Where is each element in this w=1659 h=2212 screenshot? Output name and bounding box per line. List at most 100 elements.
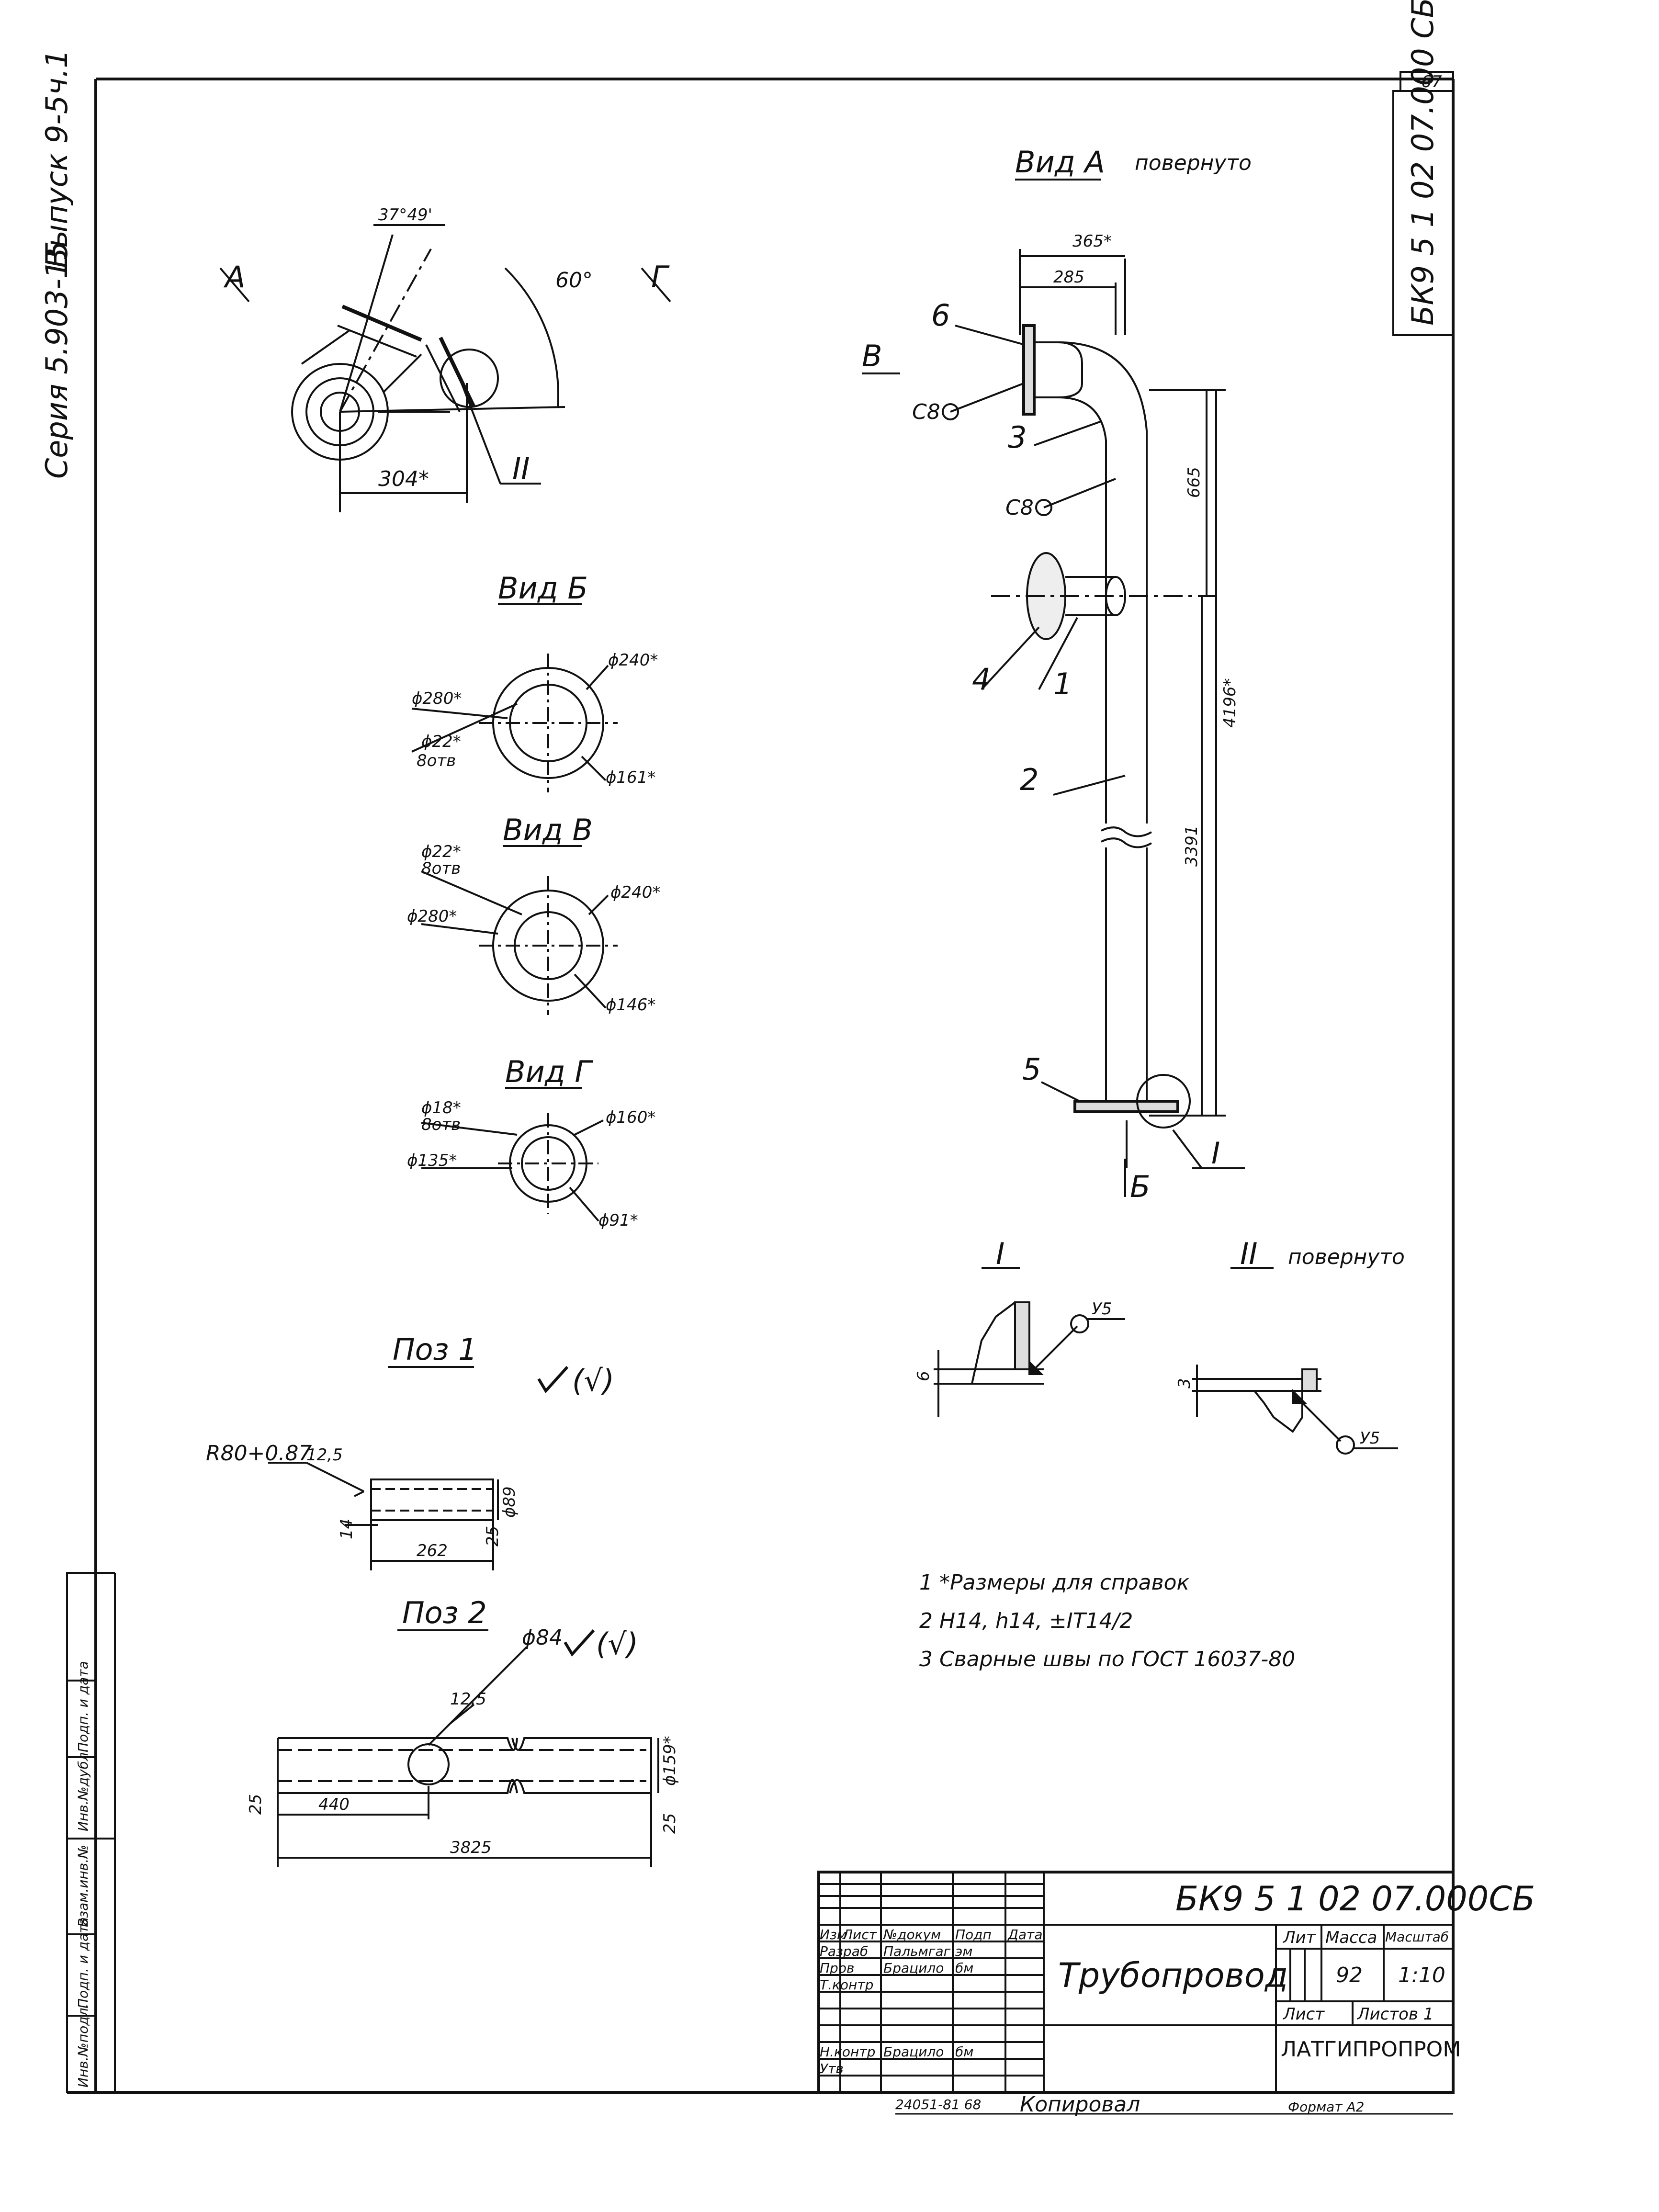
view-b-d240: ϕ240* (608, 651, 658, 670)
note-2: 2 Н14, h14, ±IT14/2 (919, 1609, 1133, 1633)
detail-ii-drawing (1192, 1365, 1398, 1455)
footer-left: 24051-81 68 (895, 2097, 981, 2112)
stamp-cell-2: Подп. и дата (75, 1917, 91, 2009)
angle-37-label: 37°49' (378, 205, 432, 225)
note-3: 3 Сварные швы по ГОСТ 16037-80 (919, 1647, 1295, 1671)
tb-row-role-4: Н.контр (820, 2044, 875, 2060)
pos2-dim-440: 440 (318, 1795, 350, 1814)
view-b-d280: ϕ280* (412, 689, 462, 708)
pos2-drawing (277, 1646, 659, 1867)
view-v-holes: 8отв (421, 859, 461, 878)
arrow-a-label: А (223, 260, 245, 294)
pos-2-label: 2 (1020, 762, 1038, 797)
pos1-drawing (268, 1462, 499, 1570)
view-g-drawing (421, 1113, 604, 1222)
view-v-title: Вид В (503, 813, 593, 847)
sheet-number: 67 (1421, 72, 1442, 91)
title-block-name: Трубопровод (1058, 1956, 1288, 1995)
pos-3-label: 3 (1008, 420, 1027, 455)
pos2-dim-3825: 3825 (450, 1838, 492, 1857)
view-v-d280: ϕ280* (407, 907, 457, 926)
stamp-cell-5: Подп. и дата (75, 1661, 91, 1752)
view-v-d146: ϕ146* (606, 995, 655, 1015)
view-v-d22: ϕ22* (421, 842, 461, 861)
view-g-d91: ϕ91* (598, 1211, 638, 1230)
view-b-title: Вид Б (498, 571, 588, 606)
arrow-g-label: Г (651, 260, 670, 294)
tb-mass: 92 (1336, 1963, 1363, 1987)
tb-head-sign: Подп (955, 1927, 992, 1942)
pos1-dim-d: ϕ89 (500, 1486, 519, 1518)
stamp-cell-4: Инв.№дубл. (75, 1748, 91, 1831)
view-v-drawing (421, 870, 618, 1015)
tb-mass-label: Масса (1325, 1928, 1377, 1947)
dim-365: 365* (1072, 232, 1112, 251)
pos-5-label: 5 (1022, 1052, 1041, 1087)
view-v-d240: ϕ240* (610, 883, 660, 902)
pos1-dim-14: 14 (337, 1519, 356, 1539)
weld-c8-1: С8 (912, 400, 940, 424)
pos-6-label: 6 (931, 298, 950, 333)
detail-ii-weld: У5 (1360, 1429, 1380, 1448)
tb-row-sign-0: эм (955, 1943, 973, 1959)
arrow-b-label: В (862, 339, 882, 373)
series-label: Серия 5.903-15 (39, 241, 74, 479)
tb-scale-label: Масштаб (1385, 1929, 1449, 1945)
top-view-drawing (219, 224, 671, 512)
dim-304-label: 304* (378, 467, 429, 491)
note-1: 1 *Размеры для справок (919, 1570, 1189, 1595)
view-a-rotated: повернуто (1135, 151, 1252, 175)
pos2-rough-val: 12,5 (450, 1690, 486, 1709)
tb-head-list: Лист (842, 1927, 877, 1942)
pos2-dim-d: ϕ159* (660, 1736, 679, 1786)
title-block-grid (817, 1871, 1455, 2094)
view-b-drawing (411, 654, 618, 792)
pos2-roughness: (√) (596, 1626, 638, 1661)
doc-code-vertical: БК9 5 1 02 07.000 СБ (1405, 0, 1440, 326)
view-g-holes: 8отв (421, 1115, 461, 1134)
view-b-d161: ϕ161* (606, 768, 655, 787)
view-b-holes: 8отв (417, 751, 456, 770)
stamp-cell-1: Инв.№подл. (75, 2004, 91, 2088)
tb-row-name-0: Пальмгаг (883, 1943, 951, 1959)
tb-row-sign-1: бм (955, 1960, 973, 1976)
pos1-dim-262: 262 (417, 1541, 448, 1560)
issue-label: Выпуск 9-5ч.1 (39, 49, 74, 268)
view-a-title: Вид А (1015, 145, 1105, 180)
tb-row-role-1: Пров (820, 1960, 854, 1976)
tb-sheet-label: Лист (1282, 2005, 1325, 2024)
view-g-d18: ϕ18* (421, 1098, 461, 1117)
pos2-title: Поз 2 (402, 1595, 487, 1630)
pos1-rough-val: 12,5 (306, 1445, 343, 1465)
tb-head-izm: Изм (820, 1927, 847, 1942)
tb-head-date: Дата (1007, 1927, 1043, 1942)
footer-format: Формат А2 (1288, 2099, 1364, 2115)
dim-4196: 4196* (1220, 678, 1240, 728)
tb-sheets-label: Листов 1 (1356, 2005, 1433, 2024)
detail-i-title: I (996, 1236, 1004, 1271)
tb-scale: 1:10 (1398, 1963, 1445, 1987)
tb-row-role-2: Т.контр (820, 1977, 873, 1993)
weld-c8-2: С8 (1005, 496, 1034, 520)
tb-row-role-0: Разраб (820, 1943, 868, 1959)
detail-ii-rotated: повернуто (1288, 1245, 1405, 1269)
title-block-doc-code: БК9 5 1 02 07.000СБ (1175, 1879, 1535, 1919)
footer-copied: Копировал (1020, 2092, 1140, 2117)
tb-row-sign-4: бм (955, 2044, 973, 2060)
detail-ii-title: II (1240, 1236, 1258, 1271)
dim-3391: 3391 (1182, 825, 1201, 867)
tb-row-role-5: Утв (820, 2061, 844, 2077)
pos1-roughness: (√) (572, 1363, 614, 1398)
tb-head-doc: №докум (882, 1927, 941, 1942)
dim-665: 665 (1185, 467, 1204, 498)
pos2-hole: ϕ84 (522, 1625, 563, 1650)
roughness-mark-1 (537, 1366, 569, 1394)
angle-60-label: 60° (555, 268, 593, 293)
detail-2-callout: II (512, 451, 530, 486)
stamp-cell-3: Взам.инв.№ (75, 1845, 91, 1927)
tb-org: ЛАТГИПРОПРОМ (1281, 2037, 1461, 2062)
view-g-d135: ϕ135* (407, 1151, 457, 1170)
pos-4-label: 4 (972, 662, 991, 697)
tb-row-name-1: Брацило (883, 1960, 944, 1976)
